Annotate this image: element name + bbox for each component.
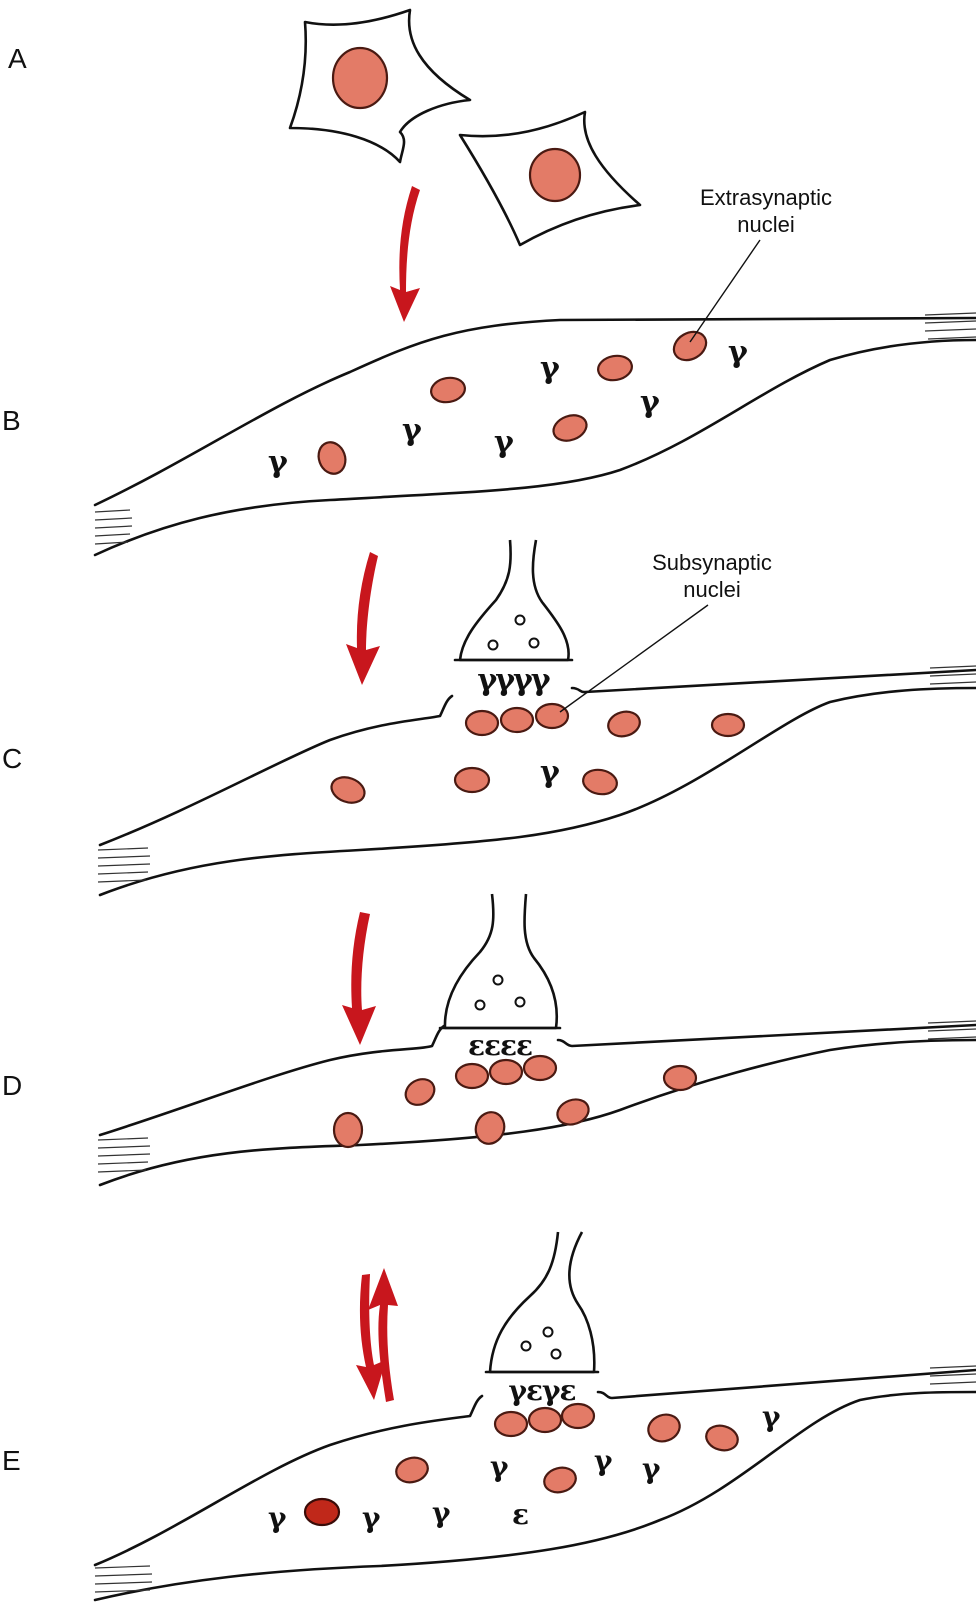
synaptic-vesicle bbox=[489, 641, 498, 650]
gamma-subunit: γ bbox=[640, 385, 660, 420]
gamma-subunit: γ bbox=[728, 335, 748, 370]
extrasynaptic-nucleus bbox=[541, 1464, 578, 1495]
nerve-terminal bbox=[490, 1232, 594, 1372]
panel-e: γεγε γ γ γ γ γ γ γ ε bbox=[95, 1232, 976, 1600]
down-arrow bbox=[390, 186, 420, 322]
subsynaptic-label: Subsynaptic bbox=[652, 550, 772, 575]
panel-letter-d: D bbox=[2, 1070, 22, 1101]
panel-d: εεεε bbox=[98, 894, 976, 1185]
extrasynaptic-nucleus bbox=[471, 1108, 508, 1148]
gamma-subunit: γ bbox=[268, 1501, 287, 1534]
myoblast-nucleus bbox=[530, 149, 580, 201]
extrasynaptic-nucleus bbox=[581, 767, 619, 797]
extrasynaptic-nucleus bbox=[669, 326, 711, 366]
subsynaptic-label: nuclei bbox=[683, 577, 740, 602]
gamma-receptor-cluster: γγγγ bbox=[477, 663, 550, 698]
subsynaptic-nucleus bbox=[562, 1404, 594, 1428]
panel-b: γ γ γ γ γ γ Extrasynaptic nuclei bbox=[95, 185, 976, 555]
synaptic-vesicle bbox=[516, 616, 525, 625]
extrasynaptic-nucleus bbox=[401, 1074, 439, 1110]
extrasynaptic-nucleus bbox=[703, 1422, 740, 1453]
panel-letter-b: B bbox=[2, 405, 21, 436]
panel-letter-a: A bbox=[8, 43, 27, 74]
subsynaptic-nucleus bbox=[456, 1064, 488, 1088]
synaptic-vesicle bbox=[552, 1350, 561, 1359]
panel-letter-c: C bbox=[2, 743, 22, 774]
down-arrow bbox=[346, 552, 380, 685]
subsynaptic-nucleus bbox=[524, 1056, 556, 1080]
epsilon-receptor-cluster: εεεε bbox=[468, 1029, 532, 1062]
extrasynaptic-nucleus-dark bbox=[305, 1499, 339, 1525]
panel-a bbox=[290, 10, 640, 245]
gamma-subunit: γ bbox=[432, 1496, 451, 1529]
gamma-subunit: γ bbox=[268, 445, 288, 480]
subsynaptic-nucleus bbox=[536, 704, 568, 728]
extrasynaptic-label: nuclei bbox=[737, 212, 794, 237]
leader-line bbox=[690, 240, 760, 342]
epsilon-subunit: ε bbox=[512, 1498, 529, 1531]
subsynaptic-nucleus bbox=[490, 1060, 522, 1084]
extrasynaptic-nucleus bbox=[393, 1454, 430, 1485]
fiber-striations bbox=[98, 1021, 976, 1172]
extrasynaptic-nucleus bbox=[554, 1095, 592, 1128]
gamma-subunit: γ bbox=[362, 1501, 381, 1534]
down-arrow bbox=[342, 912, 376, 1045]
synaptic-vesicle bbox=[476, 1001, 485, 1010]
nerve-terminal bbox=[445, 894, 557, 1028]
extrasynaptic-label: Extrasynaptic bbox=[700, 185, 832, 210]
subsynaptic-nucleus bbox=[529, 1408, 561, 1432]
extrasynaptic-nucleus bbox=[429, 375, 467, 405]
myoblast-nucleus bbox=[333, 48, 387, 108]
extrasynaptic-nucleus bbox=[334, 1113, 362, 1147]
synaptic-vesicle bbox=[544, 1328, 553, 1337]
panel-letter-e: E bbox=[2, 1445, 21, 1476]
extrasynaptic-nucleus bbox=[712, 714, 744, 736]
subsynaptic-nucleus bbox=[501, 708, 533, 732]
gamma-subunit: γ bbox=[594, 1444, 613, 1477]
gamma-subunit: γ bbox=[402, 413, 422, 448]
gamma-subunit: γ bbox=[762, 1400, 781, 1433]
leader-line bbox=[560, 605, 708, 712]
gamma-subunit: γ bbox=[494, 425, 514, 460]
gamma-subunit: γ bbox=[490, 1450, 509, 1483]
synaptic-vesicle bbox=[530, 639, 539, 648]
synaptic-vesicle bbox=[516, 998, 525, 1007]
muscle-fiber-bottom bbox=[95, 340, 976, 555]
subsynaptic-nucleus bbox=[466, 711, 498, 735]
extrasynaptic-nucleus bbox=[596, 353, 634, 383]
extrasynaptic-nucleus bbox=[605, 708, 642, 739]
extrasynaptic-nucleus bbox=[664, 1066, 696, 1090]
extrasynaptic-nucleus bbox=[328, 773, 368, 807]
subsynaptic-nucleus bbox=[495, 1412, 527, 1436]
extrasynaptic-nucleus bbox=[645, 1410, 684, 1445]
extrasynaptic-nucleus bbox=[455, 768, 489, 792]
muscle-fiber-top bbox=[95, 318, 976, 505]
reversible-arrows bbox=[356, 1268, 398, 1402]
mixed-receptor-cluster: γεγε bbox=[508, 1374, 575, 1407]
gamma-subunit: γ bbox=[642, 1452, 661, 1485]
nerve-terminal bbox=[460, 540, 569, 660]
gamma-subunit: γ bbox=[540, 351, 560, 386]
extrasynaptic-nucleus bbox=[314, 439, 349, 478]
synaptic-vesicle bbox=[522, 1342, 531, 1351]
fiber-striations bbox=[95, 313, 976, 544]
synaptic-vesicle bbox=[494, 976, 503, 985]
gamma-subunit: γ bbox=[540, 755, 560, 790]
panel-c: γγγγ γ Subsynaptic nuclei bbox=[98, 540, 976, 895]
extrasynaptic-nucleus bbox=[550, 411, 590, 445]
